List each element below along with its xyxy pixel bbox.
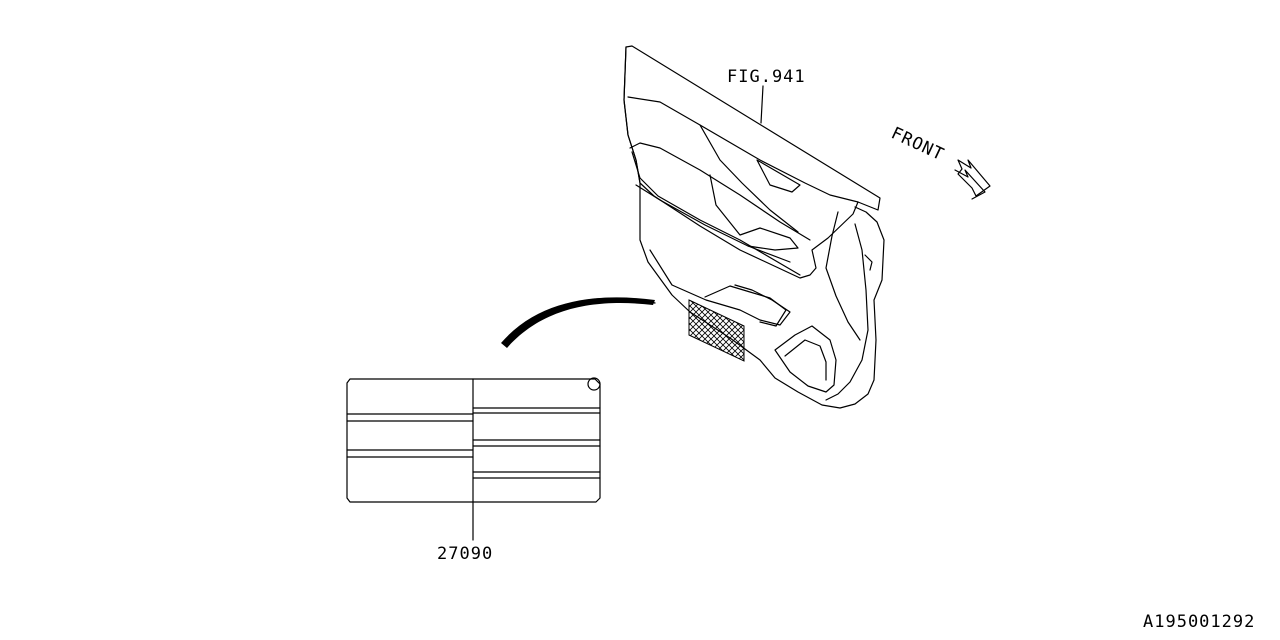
leader-curve-thick [501,297,655,348]
front-label: FRONT [888,123,947,165]
diagram-code: A195001292 [1143,612,1255,632]
door-trim-panel [623,45,885,409]
fig-ref-leader [760,85,764,124]
fig-ref-label[interactable]: FIG.941 [727,67,806,87]
front-direction: FRONT [888,123,991,200]
double-outline-arrow-icon [954,159,991,200]
part-number-27090[interactable]: 27090 [437,544,493,564]
label-sheet [346,377,601,503]
